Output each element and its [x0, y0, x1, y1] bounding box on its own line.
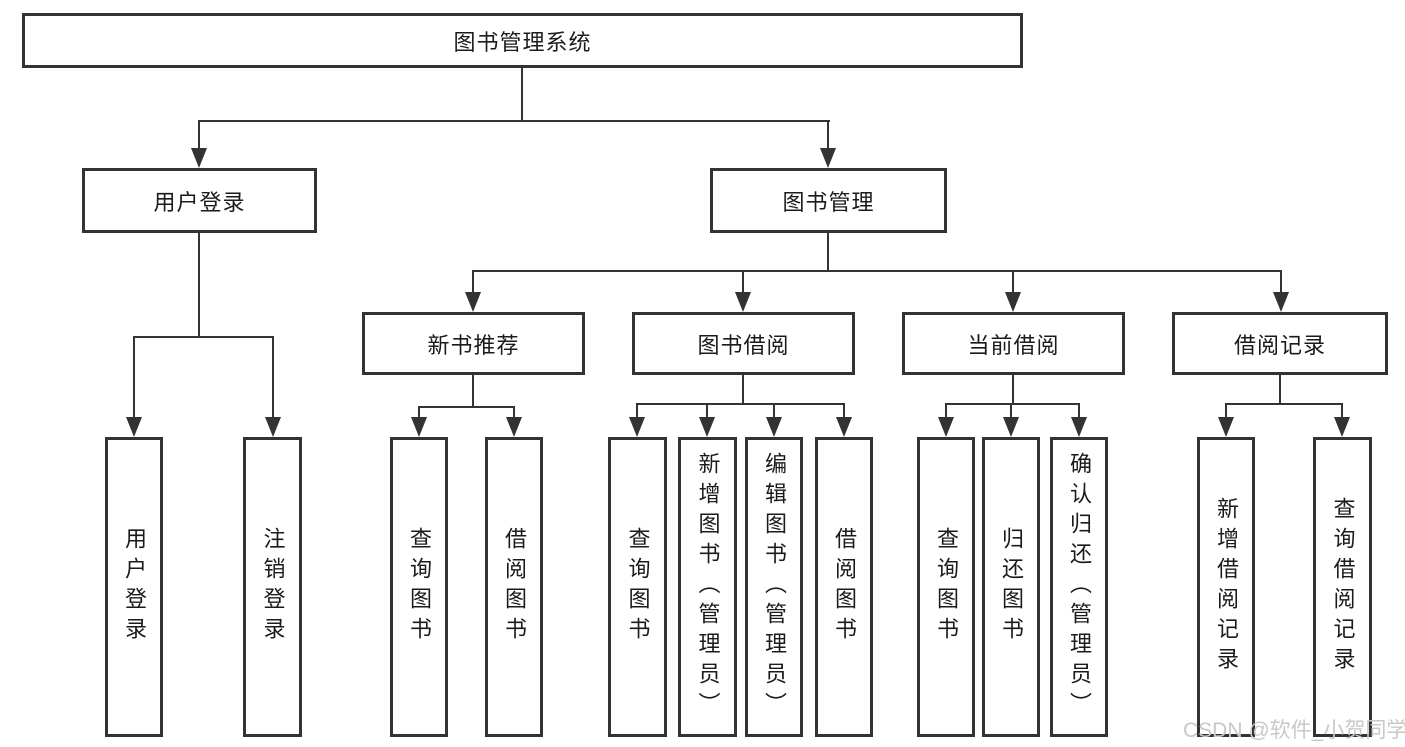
- node-new-book-recommend: 新书推荐: [362, 312, 585, 375]
- arrow-head: [411, 417, 427, 437]
- leaf-return-books: 归还图书: [982, 437, 1040, 737]
- connector-segment: [133, 336, 274, 338]
- arrow-head: [1005, 292, 1021, 312]
- node-label: 查询图书: [407, 527, 432, 647]
- connector-segment: [133, 336, 135, 419]
- connector-segment: [1012, 375, 1014, 403]
- arrow-head: [506, 417, 522, 437]
- connector-segment: [1341, 403, 1343, 419]
- node-label: 新增借阅记录: [1214, 497, 1239, 677]
- connector-segment: [827, 233, 829, 270]
- connector-segment: [742, 375, 744, 403]
- arrow-head: [191, 148, 207, 168]
- leaf-edit-books-admin: 编辑图书（管理员）: [745, 437, 803, 737]
- arrow-head: [735, 292, 751, 312]
- connector-segment: [945, 403, 947, 419]
- connector-segment: [198, 120, 830, 122]
- node-label: 新增图书（管理员）: [695, 452, 721, 722]
- node-label: 注销登录: [260, 527, 286, 647]
- arrow-head: [1273, 292, 1289, 312]
- node-label: 图书借阅: [697, 332, 790, 358]
- csdn-watermark: CSDN @软件_小贺同学: [1183, 719, 1405, 742]
- leaf-confirm-return-admin: 确认归还（管理员）: [1050, 437, 1108, 737]
- node-label: 当前借阅: [967, 332, 1060, 358]
- arrow-head: [836, 417, 852, 437]
- node-label: 图书管理: [782, 189, 875, 215]
- connector-segment: [773, 403, 775, 419]
- connector-segment: [272, 336, 274, 419]
- arrow-head: [766, 417, 782, 437]
- connector-segment: [1010, 403, 1012, 419]
- arrow-head: [465, 292, 481, 312]
- leaf-borrowing-borrow-books: 借阅图书: [815, 437, 873, 737]
- node-label: 归还图书: [999, 527, 1024, 647]
- connector-segment: [1078, 403, 1080, 419]
- leaf-add-books-admin: 新增图书（管理员）: [678, 437, 737, 737]
- node-label: 用户登录: [153, 189, 246, 215]
- connector-segment: [198, 233, 200, 336]
- leaf-recommend-query-books: 查询图书: [390, 437, 448, 737]
- arrow-head: [629, 417, 645, 437]
- leaf-recommend-borrow-books: 借阅图书: [485, 437, 543, 737]
- connector-segment: [945, 403, 1080, 405]
- arrow-head: [699, 417, 715, 437]
- connector-segment: [198, 120, 200, 152]
- arrow-head: [938, 417, 954, 437]
- arrow-head: [1218, 417, 1234, 437]
- node-user-login: 用户登录: [82, 168, 317, 233]
- connector-segment: [418, 406, 515, 408]
- node-label: 编辑图书（管理员）: [762, 452, 787, 722]
- node-label: 查询图书: [625, 527, 651, 647]
- connector-segment: [418, 406, 420, 419]
- connector-segment: [513, 406, 515, 419]
- connector-segment: [843, 403, 845, 419]
- connector-segment: [472, 270, 474, 294]
- connector-segment: [1012, 270, 1014, 294]
- node-label: 查询借阅记录: [1330, 497, 1356, 677]
- leaf-current-query-books: 查询图书: [917, 437, 975, 737]
- leaf-logout: 注销登录: [243, 437, 302, 737]
- arrow-head: [126, 417, 142, 437]
- connector-segment: [636, 403, 844, 405]
- connector-segment: [521, 68, 523, 122]
- node-borrowing-records: 借阅记录: [1172, 312, 1388, 375]
- connector-segment: [472, 270, 1282, 272]
- node-library-management-system: 图书管理系统: [22, 13, 1023, 68]
- node-label: 确认归还（管理员）: [1067, 452, 1092, 722]
- connector-segment: [1280, 270, 1282, 294]
- leaf-query-borrow-record: 查询借阅记录: [1313, 437, 1372, 737]
- arrow-head: [820, 148, 836, 168]
- node-book-borrowing: 图书借阅: [632, 312, 855, 375]
- connector-segment: [472, 375, 474, 406]
- node-current-borrowing: 当前借阅: [902, 312, 1125, 375]
- leaf-add-borrow-record: 新增借阅记录: [1197, 437, 1255, 737]
- leaf-user-login: 用户登录: [105, 437, 163, 737]
- arrow-head: [1003, 417, 1019, 437]
- connector-segment: [1225, 403, 1343, 405]
- arrow-head: [1071, 417, 1087, 437]
- node-label: 借阅图书: [832, 527, 857, 647]
- arrow-head: [1334, 417, 1350, 437]
- leaf-borrowing-query-books: 查询图书: [608, 437, 667, 737]
- connector-segment: [827, 120, 829, 152]
- node-label: 借阅图书: [502, 527, 527, 647]
- node-label: 用户登录: [122, 527, 147, 647]
- node-book-management: 图书管理: [710, 168, 947, 233]
- connector-segment: [1279, 375, 1281, 403]
- node-label: 图书管理系统: [453, 29, 592, 55]
- connector-segment: [742, 270, 744, 294]
- connector-segment: [1225, 403, 1227, 419]
- arrow-head: [265, 417, 281, 437]
- node-label: 查询图书: [934, 527, 959, 647]
- node-label: 借阅记录: [1233, 332, 1326, 358]
- connector-segment: [706, 403, 708, 419]
- node-label: 新书推荐: [427, 332, 520, 358]
- connector-segment: [636, 403, 638, 419]
